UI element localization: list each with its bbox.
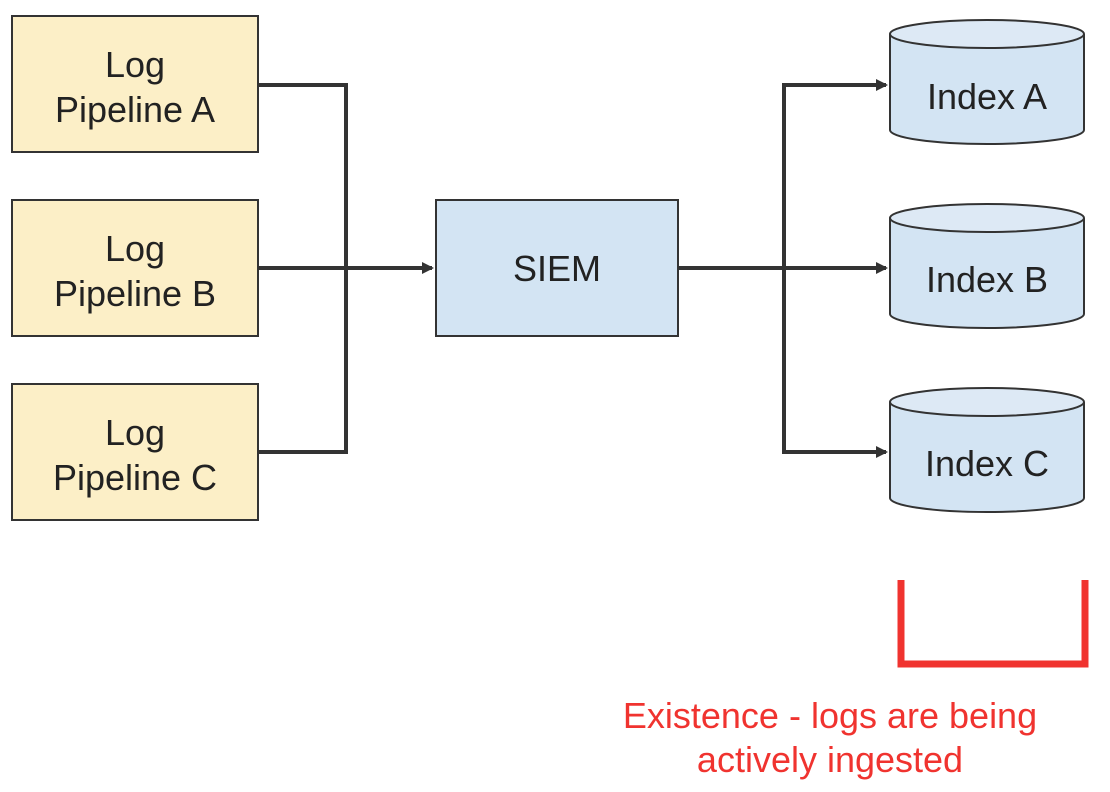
siem-box: SIEM — [435, 199, 679, 337]
pipeline-b-line1: Log — [105, 228, 165, 269]
pipeline-b-line2: Pipeline B — [54, 273, 216, 314]
index-a-label: Index A — [927, 76, 1047, 117]
pipeline-b-box: Log Pipeline B — [11, 199, 259, 337]
index-b-label: Index B — [926, 259, 1048, 300]
pipeline-c-line1: Log — [105, 412, 165, 453]
pipeline-a-box: Log Pipeline A — [11, 15, 259, 153]
arrow-to-index-a — [782, 79, 888, 268]
siem-label: SIEM — [513, 248, 601, 289]
index-a-cylinder: Index A — [889, 19, 1085, 145]
annotation-line2: actively ingested — [697, 739, 963, 780]
pipeline-a-line2: Pipeline A — [55, 89, 215, 130]
pipeline-c-line2: Pipeline C — [53, 457, 217, 498]
index-c-label: Index C — [925, 443, 1049, 484]
index-c-cylinder: Index C — [889, 387, 1085, 513]
pipeline-c-box: Log Pipeline C — [11, 383, 259, 521]
connector-pipeline-a — [258, 83, 348, 268]
annotation-line1: Existence - logs are being — [623, 695, 1037, 736]
pipeline-a-line1: Log — [105, 44, 165, 85]
connector-pipeline-c — [258, 268, 348, 454]
index-b-cylinder: Index B — [889, 203, 1085, 329]
index-connectors — [678, 79, 888, 458]
pipeline-connectors — [258, 83, 434, 454]
existence-bracket — [897, 580, 1089, 668]
arrow-to-index-c — [782, 268, 888, 458]
